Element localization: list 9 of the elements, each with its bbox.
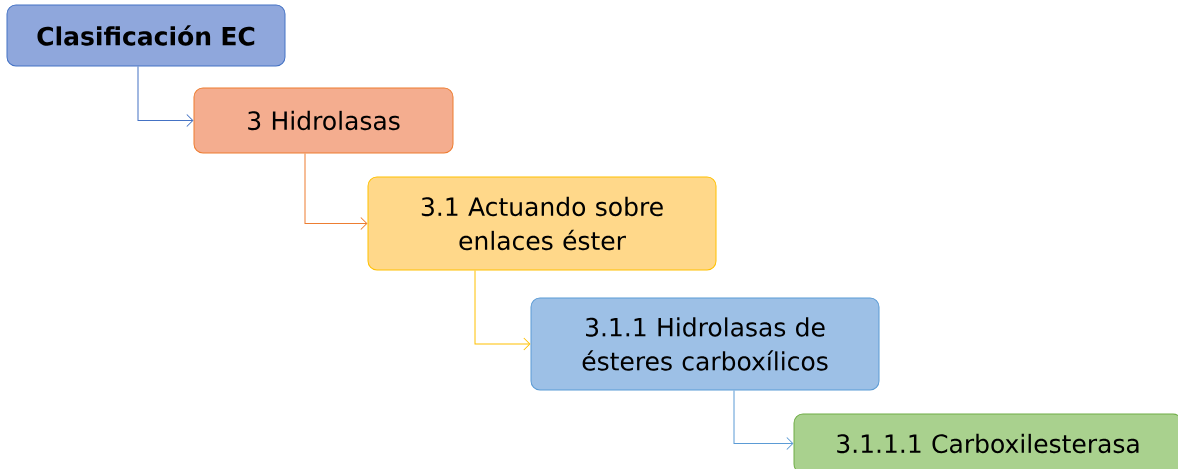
elbow-arrow [733,390,794,450]
heading-box: Clasificación EC [6,4,286,67]
elbow-arrow [304,153,368,230]
elbow-arrow [474,270,531,351]
elbow-arrow [137,66,194,127]
category-box: 3 Hidrolasas [193,87,454,154]
category-box: 3.1.1 Hidrolasas de ésteres carboxílicos [530,297,880,391]
category-box: 3.1 Actuando sobre enlaces éster [367,176,717,271]
category-box: 3.1.1.1 Carboxilesterasa [793,413,1178,469]
